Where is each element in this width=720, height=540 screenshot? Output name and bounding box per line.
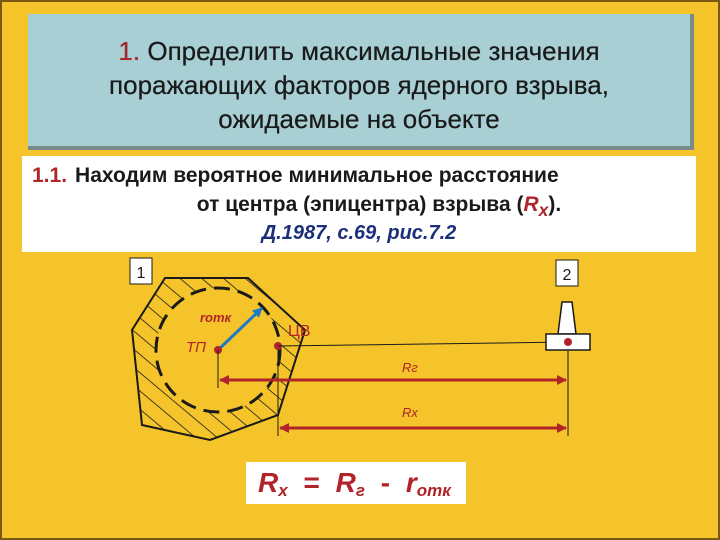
formula-rg: Rг [335,467,365,500]
formula-rx: Rx [258,467,288,500]
title-line-3: ожидаемые на объекте [218,104,500,134]
subtitle-number: 1.1. [32,164,68,187]
reference-text: Д.1987, с.69, рис.7.2 [261,222,457,244]
dashed-circle [154,286,282,414]
subtitle-line-1: 1.1. Находим вероятное минимальное рассто… [32,164,559,188]
title-number: 1. [118,36,141,66]
rx-symbol: Rx [523,193,549,221]
title-panel: 1. Определить максимальные значения пора… [28,14,694,150]
subtitle-line-2: от центра (эпицентра) взрыва (Rx). [22,193,696,221]
formula-box: Rx = Rг - rотк [246,462,466,504]
tower-icon [545,301,591,351]
title-line-2: поражающих факторов ядерного взрыва, [109,70,609,100]
radius-arrow [216,306,264,352]
rg-label: Rг [402,360,418,375]
tp-label: ТП [186,339,206,356]
formula-eq: = [303,467,320,498]
title-text-1: Определить максимальные значения [147,36,600,66]
formula-minus: - [380,467,391,498]
formula-r: rотк [405,467,451,500]
r-otk-label: rотк [200,310,233,325]
label-2: 2 [563,267,572,284]
subtitle-text-2-end: ). [548,193,562,216]
rx-label: Rх [402,405,418,420]
cv-label: ЦВ [288,323,311,340]
cv-guide-line [277,341,569,347]
label-1: 1 [137,265,146,282]
subtitle-text-2: от центра (эпицентра) взрыва ( [196,193,524,216]
label-box-2 [555,259,579,287]
subtitle-text-1: Находим вероятное минимальное расстояние [75,164,559,187]
title-line-1: 1. Определить максимальные значения [28,34,690,68]
subtitle-panel: 1.1. Находим вероятное минимальное рассто… [22,156,696,252]
label-box-1 [129,257,153,285]
